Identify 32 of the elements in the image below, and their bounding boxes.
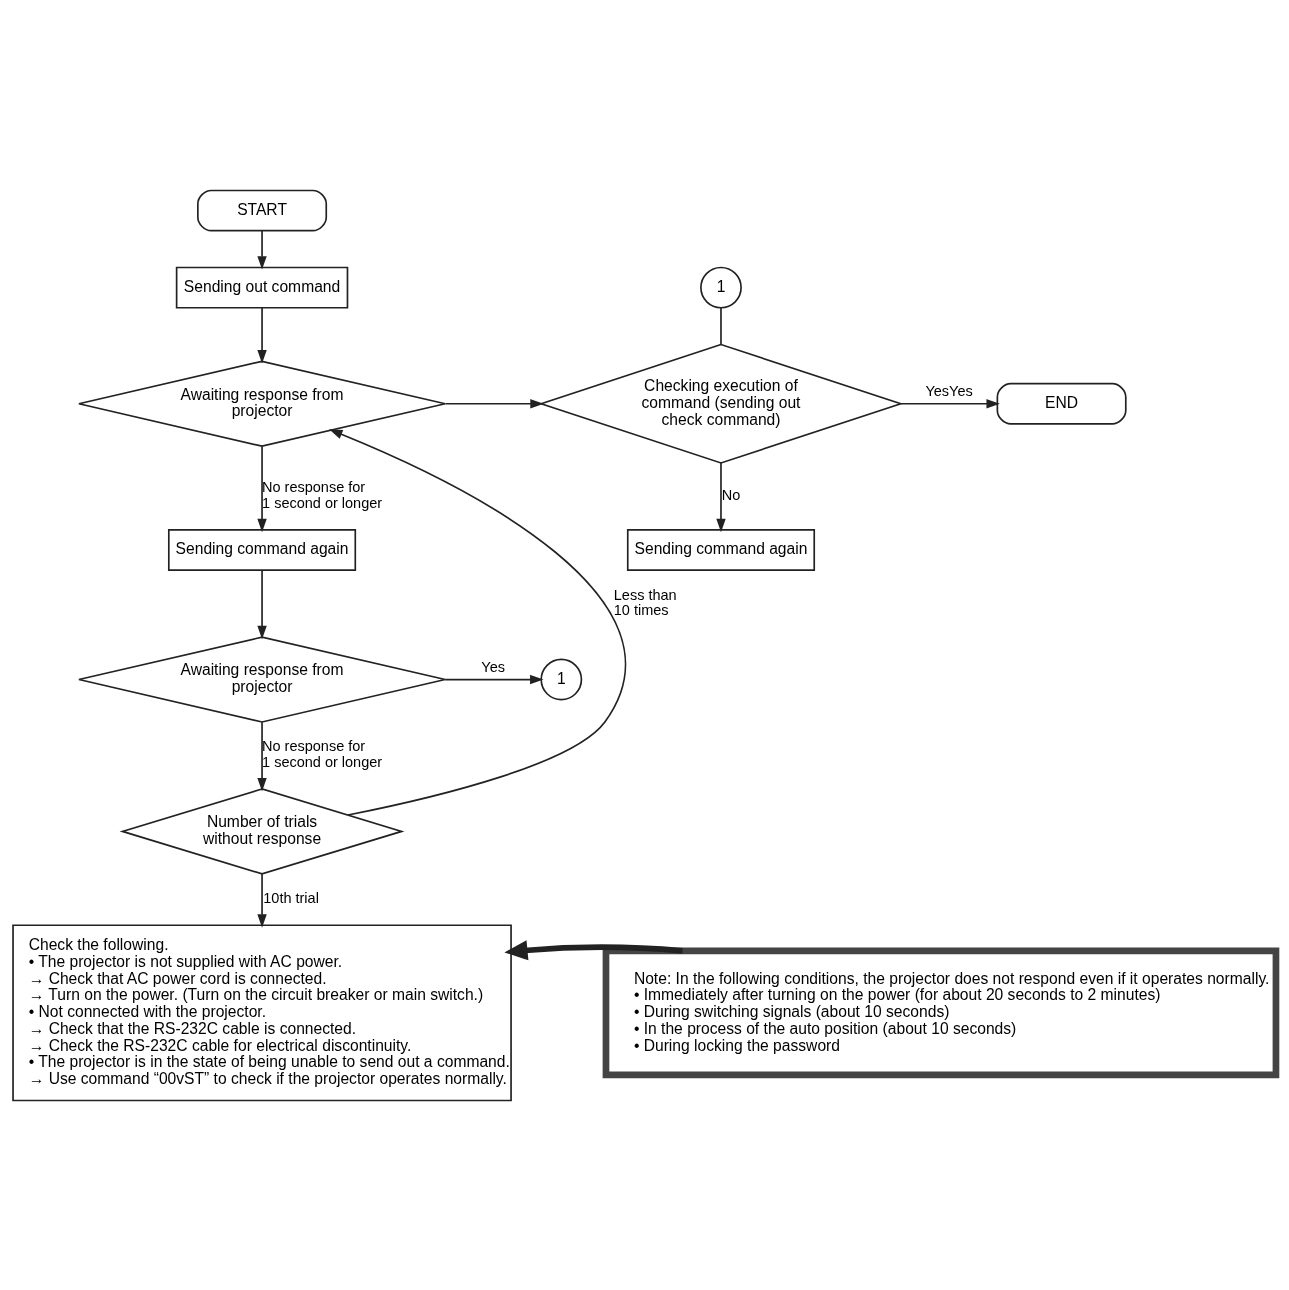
node-box: END xyxy=(996,382,1127,425)
arrow xyxy=(329,428,627,816)
arrow xyxy=(257,306,267,363)
node-box: START xyxy=(197,189,328,231)
arrow xyxy=(257,721,267,791)
edge-label: YesYes xyxy=(925,382,973,399)
edge-label: No response for 1 second or longer xyxy=(262,478,383,511)
edge-label: 10th trial xyxy=(263,889,319,906)
arrow xyxy=(716,461,726,532)
arrow xyxy=(257,229,267,270)
arrow xyxy=(900,398,1000,408)
node-box: Sending command again xyxy=(167,528,357,571)
arrow xyxy=(444,674,544,684)
edge-label: Less than 10 times xyxy=(613,586,677,618)
node-box: Sending out command xyxy=(175,266,349,309)
arrow xyxy=(257,872,267,928)
node-box: Check the following. • The projector is not supplied with AC power. → Check that AC power cord is connected. → Turn on the power. (Turn on the circuit breaker or main switch.) • Not connected with the projector. → Check that the RS-232C cable is connected. → Check the RS-232C cable for electrical discontinuity. • The projector is in the state of being unable to send out a command. → Use command “00vST” to check if the projector operates normally. xyxy=(12,923,512,1101)
node-circle: 1 xyxy=(540,658,583,700)
edge-label: No response for 1 second or longer xyxy=(262,737,383,770)
node-box: Sending command again xyxy=(626,528,816,571)
node-box: Note: In the following conditions, the projector does not respond even if it operates normally. • Immediately after turning on the power (for about 20 seconds to 2 minutes) • During switching signals (about 10 seconds) • In the process of the auto position (about 10 seconds) • During locking the password xyxy=(602,947,1280,1078)
connector xyxy=(720,306,722,345)
node-circle: 1 xyxy=(700,266,742,309)
arrow xyxy=(257,445,267,532)
node-diamond: Awaiting response from projector xyxy=(78,635,446,723)
node-diamond: Number of trials without response xyxy=(119,787,405,875)
node-diamond: Awaiting response from projector xyxy=(78,359,446,447)
edge-label: Yes xyxy=(481,658,506,675)
edge-label: No xyxy=(721,486,741,503)
arrow xyxy=(504,939,683,960)
arrow xyxy=(257,569,267,639)
arrow xyxy=(444,398,544,408)
